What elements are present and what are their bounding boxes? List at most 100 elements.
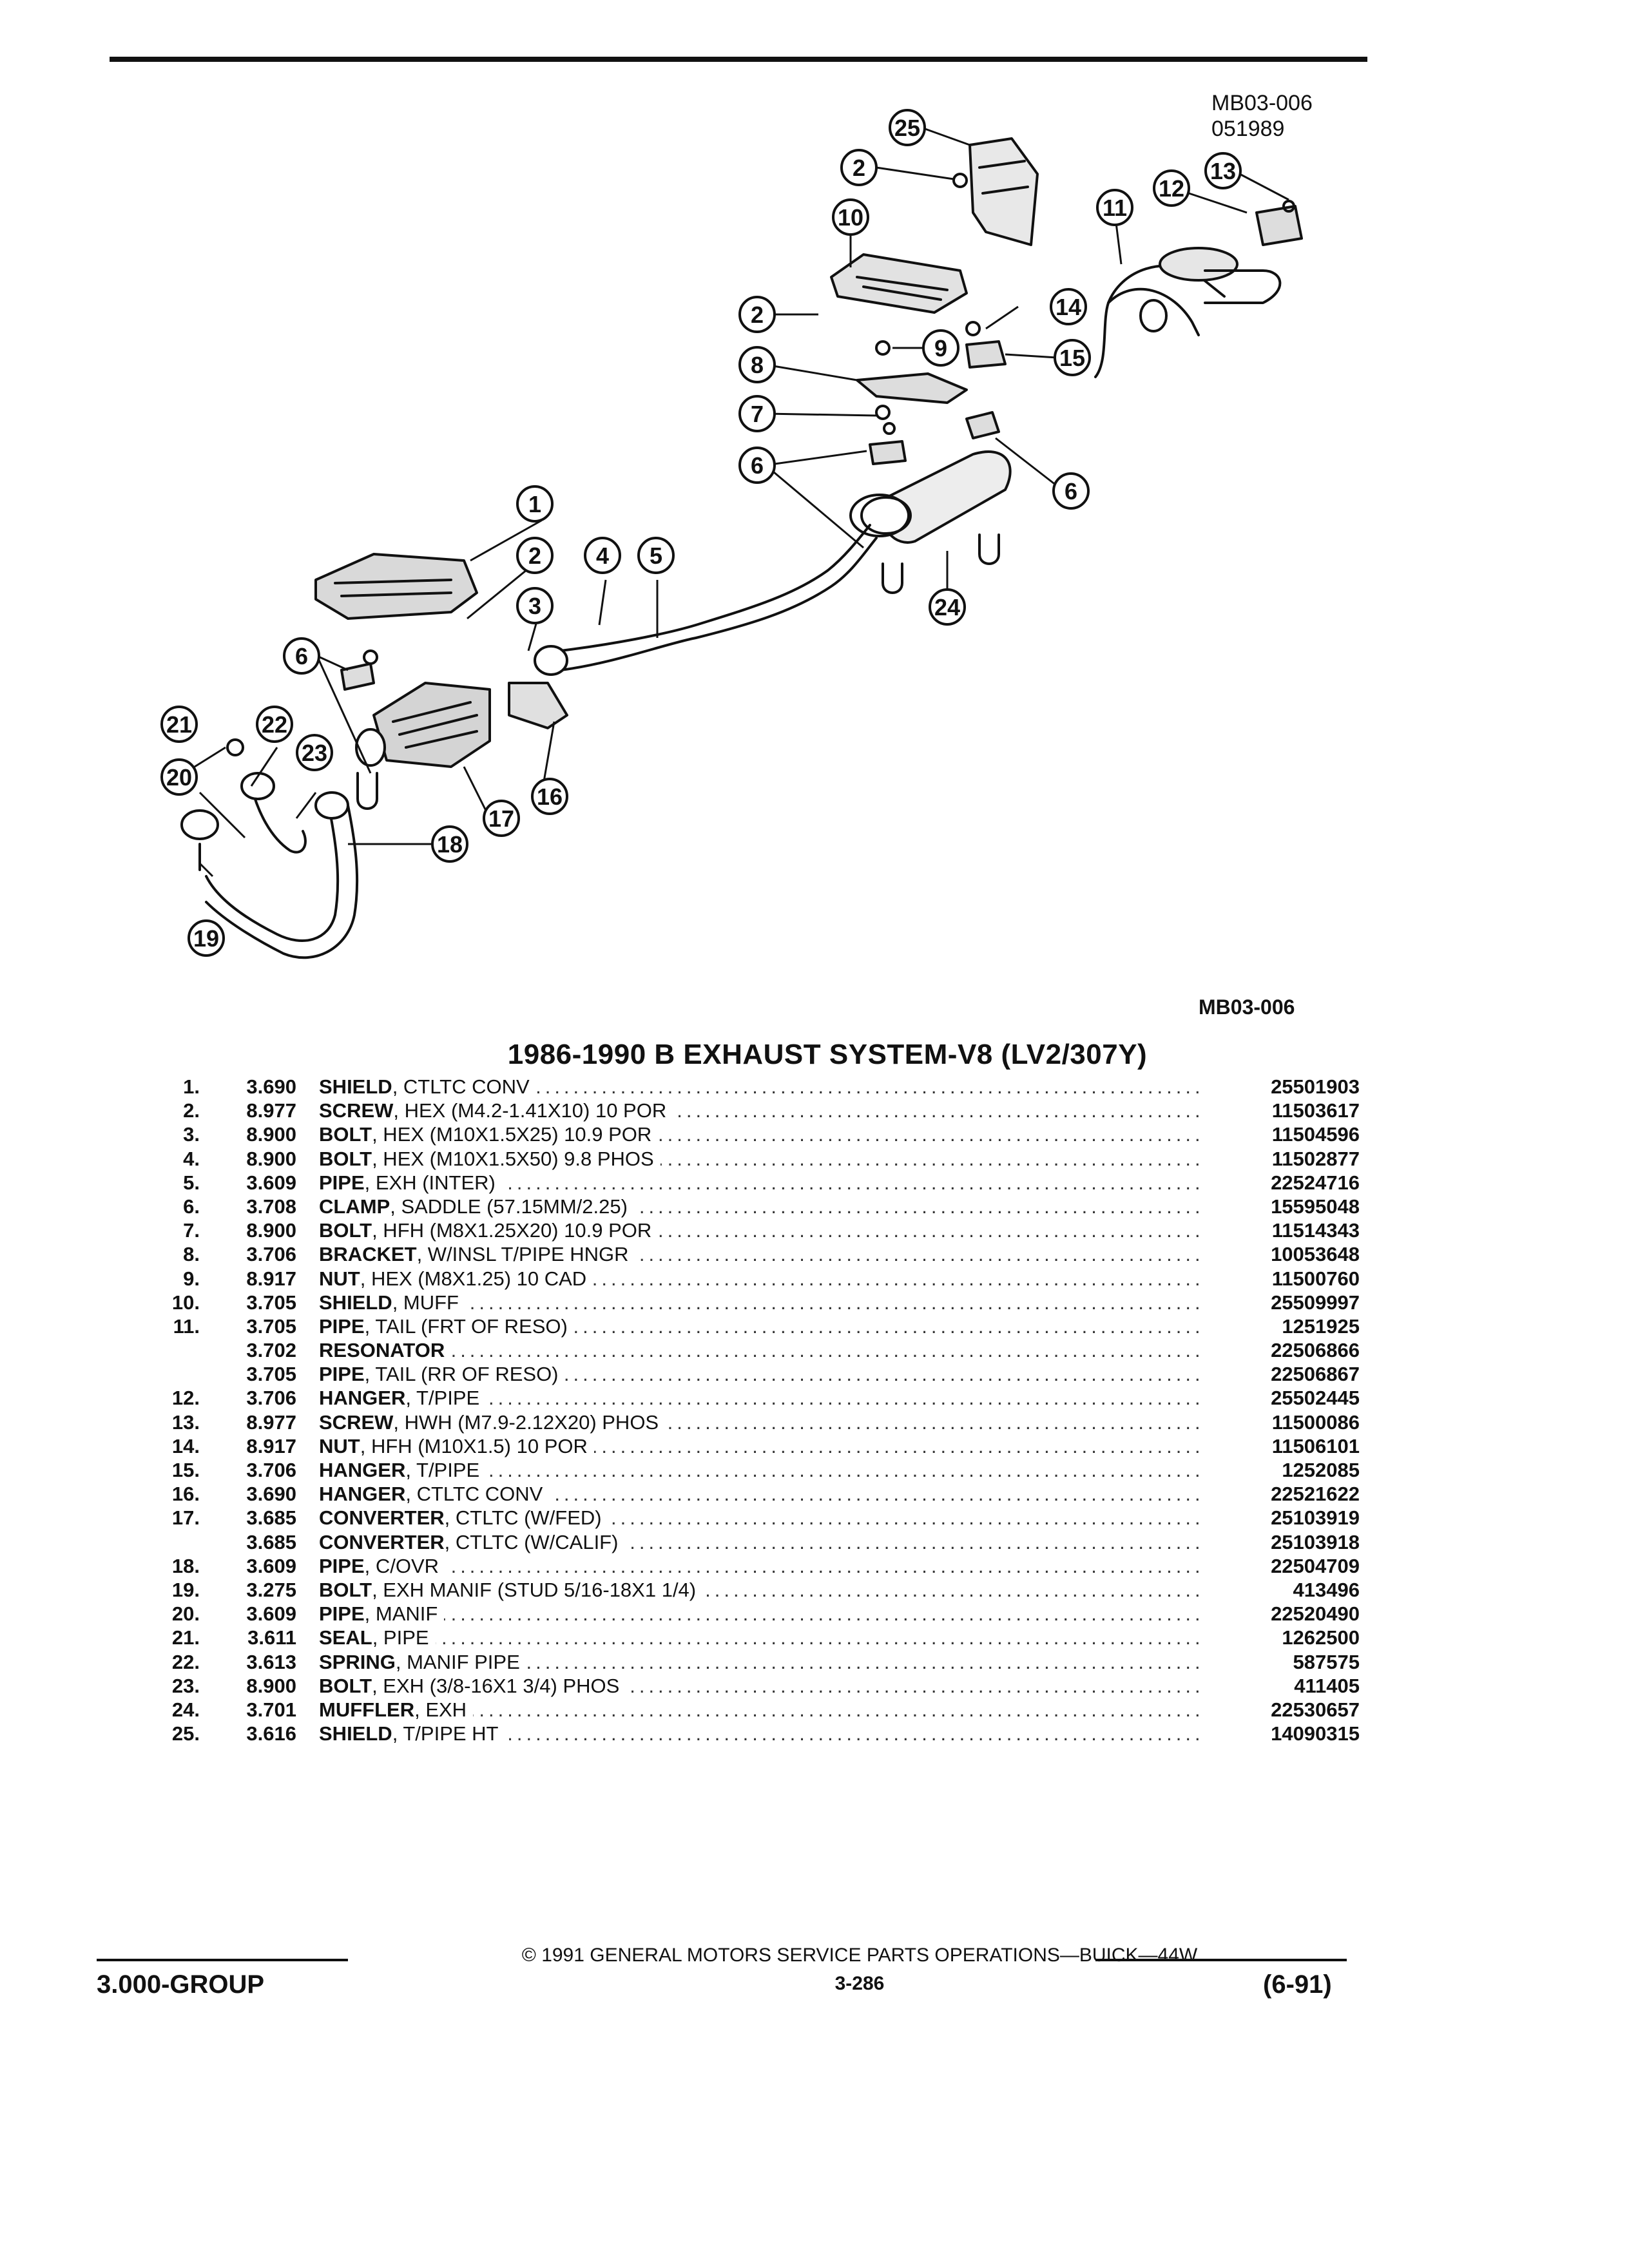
- part-row: 20.3.609................................…: [155, 1602, 1360, 1626]
- part-group-code: 3.701: [246, 1698, 296, 1721]
- part-detail: , SADDLE (57.15MM/2.25): [390, 1195, 628, 1218]
- callout-8: 8: [751, 352, 764, 378]
- part-name: SHIELD: [319, 1722, 392, 1745]
- callout-15: 15: [1059, 345, 1085, 371]
- callout-17: 17: [488, 805, 514, 832]
- part-description-text: SHIELD, MUFF: [319, 1291, 465, 1314]
- callout-16: 16: [537, 783, 563, 810]
- footer-copyright: © 1991 GENERAL MOTORS SERVICE PARTS OPER…: [0, 1945, 1629, 1966]
- part-description: ........................................…: [319, 1314, 1205, 1338]
- part-row: 21.3.611................................…: [155, 1626, 1360, 1650]
- part-row: 15.3.706................................…: [155, 1458, 1360, 1482]
- part-item-number: 21.: [171, 1626, 200, 1649]
- part-number: 411405: [1211, 1673, 1360, 1698]
- part-number: 25501903: [1211, 1075, 1360, 1099]
- part-description-text: SEAL, PIPE: [319, 1626, 436, 1649]
- part-detail: , HWH (M7.9-2.12X20) PHOS: [393, 1410, 659, 1434]
- part-name: PIPE: [319, 1171, 365, 1194]
- part-row: 11.3.705................................…: [155, 1314, 1360, 1338]
- part-description: ........................................…: [319, 1362, 1205, 1386]
- part-group-code: 3.685: [246, 1506, 296, 1530]
- part-number: 11500086: [1211, 1410, 1360, 1434]
- part-number: 25509997: [1211, 1290, 1360, 1314]
- part-group-code: 3.705: [246, 1314, 296, 1338]
- part-number: 587575: [1211, 1649, 1360, 1674]
- part-description-text: HANGER, T/PIPE: [319, 1387, 487, 1410]
- part-description: ........................................…: [319, 1506, 1205, 1530]
- callout-24: 24: [934, 594, 960, 620]
- part-description: ........................................…: [319, 1338, 1205, 1362]
- callout-7: 7: [751, 401, 764, 427]
- footer-group: 3.000-GROUP: [97, 1970, 265, 1999]
- part-row: 3.705...................................…: [155, 1362, 1360, 1387]
- part-description-text: PIPE, C/OVR: [319, 1554, 446, 1577]
- part-row: 14.8.917................................…: [155, 1434, 1360, 1458]
- part-row: 23.8.900................................…: [155, 1673, 1360, 1698]
- part-number: 11514343: [1211, 1218, 1360, 1243]
- part-name: PIPE: [319, 1602, 365, 1626]
- part-description-text: BRACKET, W/INSL T/PIPE HNGR: [319, 1243, 635, 1266]
- part-number: 22520490: [1211, 1602, 1360, 1626]
- part-row: 17. 3.685................................…: [155, 1506, 1360, 1530]
- part-name: SPRING: [319, 1650, 396, 1673]
- part-item-number: 20.: [171, 1602, 200, 1626]
- part-number: 11504596: [1211, 1122, 1360, 1147]
- part-row: 18.3.609................................…: [155, 1553, 1360, 1578]
- part-description-text: MUFFLER, EXH: [319, 1698, 474, 1721]
- parts-list: 1.3.690.................................…: [155, 1075, 1360, 1746]
- callout-25: 25: [894, 115, 920, 141]
- part-detail: , HEX (M10X1.5X25) 10.9 POR: [372, 1123, 652, 1146]
- callout-22: 22: [262, 711, 287, 738]
- part-row: 24.3.701................................…: [155, 1697, 1360, 1722]
- part-description: ........................................…: [319, 1267, 1205, 1291]
- part-detail: , MANIF: [364, 1602, 438, 1626]
- part-row: 10.3.705................................…: [155, 1290, 1360, 1314]
- exhaust-system-diagram: 25 2 10 2 14 9 15 8 7 6 6 24 11 12 13 1 …: [160, 109, 1303, 959]
- part-group-code: 8.900: [246, 1123, 296, 1146]
- callout-4: 4: [596, 543, 609, 569]
- part-description: ........................................…: [319, 1722, 1205, 1745]
- part-group-code: 3.705: [246, 1363, 296, 1386]
- part-description-text: RESONATOR: [319, 1339, 452, 1362]
- part-item-number: 4.: [183, 1147, 200, 1170]
- callout-18: 18: [437, 831, 463, 858]
- part-number: 22506866: [1211, 1338, 1360, 1363]
- part-detail: , MANIF PIPE: [395, 1650, 520, 1673]
- part-name: HANGER: [319, 1483, 406, 1506]
- part-group-code: 3.616: [246, 1722, 296, 1745]
- top-rule: [110, 57, 1367, 62]
- part-detail: , T/PIPE: [405, 1387, 480, 1410]
- part-group-code: 3.609: [246, 1554, 296, 1577]
- section-title: 1986-1990 B EXHAUST SYSTEM-V8 (LV2/307Y): [0, 1039, 1629, 1071]
- part-description-text: CLAMP, SADDLE (57.15MM/2.25): [319, 1195, 634, 1218]
- footer-date: (6-91): [1263, 1970, 1332, 1999]
- part-detail: , W/INSL T/PIPE HNGR: [416, 1243, 629, 1266]
- part-description: ........................................…: [319, 1626, 1205, 1649]
- part-item-number: 22.: [171, 1650, 200, 1673]
- part-name: BOLT: [319, 1674, 372, 1697]
- part-name: MUFFLER: [319, 1698, 415, 1721]
- part-description: ........................................…: [319, 1530, 1205, 1554]
- part-item-number: 17.: [171, 1506, 200, 1530]
- part-item-number: 13.: [171, 1410, 200, 1434]
- part-detail: , CTLTC (W/CALIF): [444, 1530, 619, 1553]
- part-description-text: NUT, HEX (M8X1.25) 10 CAD: [319, 1267, 593, 1290]
- part-name: HANGER: [319, 1459, 406, 1481]
- part-number: 11503617: [1211, 1099, 1360, 1123]
- part-group-code: 3.705: [246, 1291, 296, 1314]
- part-detail: , HFH (M10X1.5) 10 POR: [360, 1434, 588, 1457]
- part-description: ........................................…: [319, 1171, 1205, 1195]
- part-name: SCREW: [319, 1099, 394, 1122]
- drawing-id-top: MB03-006 051989: [1211, 90, 1313, 142]
- part-item-number: 25.: [171, 1722, 200, 1745]
- part-description: ........................................…: [319, 1386, 1205, 1410]
- part-description: ........................................…: [319, 1122, 1205, 1146]
- leader-dots: ........................................…: [319, 1339, 1205, 1362]
- part-description-text: SHIELD, CTLTC CONV: [319, 1075, 536, 1098]
- part-description: ........................................…: [319, 1291, 1205, 1314]
- part-row: 1.3.690.................................…: [155, 1075, 1360, 1099]
- part-row: 13.8.977................................…: [155, 1410, 1360, 1434]
- part-detail: , EXH MANIF (STUD 5/16-18X1 1/4): [372, 1578, 697, 1601]
- part-group-code: 8.900: [246, 1674, 296, 1697]
- part-name: CONVERTER: [319, 1506, 445, 1530]
